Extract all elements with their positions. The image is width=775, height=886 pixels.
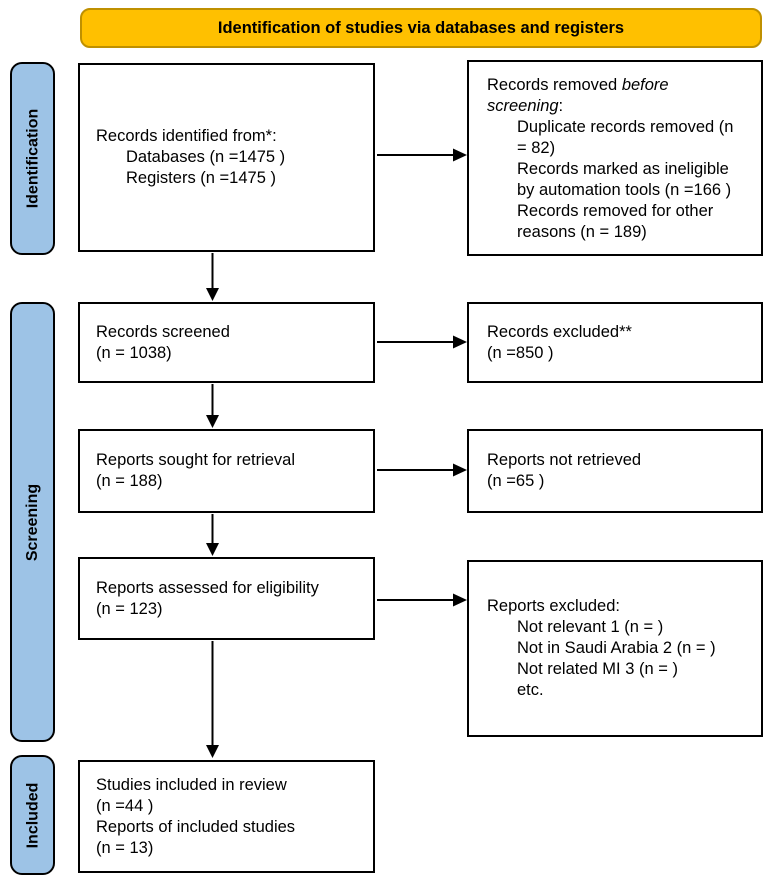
text-line: Reports excluded: bbox=[487, 597, 620, 615]
box-records-screened: Records screened (n = 1038) bbox=[78, 302, 375, 383]
stage-text: Included bbox=[24, 782, 41, 848]
text-segment-italic: before screening bbox=[487, 76, 669, 115]
text-line: Records removed for other reasons (n = 1… bbox=[517, 202, 714, 241]
arrow-sought-to-assessed bbox=[206, 514, 219, 556]
text-line: Duplicate records removed (n = 82) bbox=[517, 118, 734, 157]
text-line: etc. bbox=[517, 681, 544, 699]
text-line: Records removed before screening: bbox=[487, 75, 737, 117]
text-line: (n = 123) bbox=[96, 599, 163, 618]
stage-label-screening: Screening bbox=[10, 302, 55, 742]
arrow-sought-to-not-retrieved bbox=[377, 463, 467, 477]
text-line: Records identified from*: bbox=[96, 127, 277, 145]
box-records-excluded: Records excluded** (n =850 ) bbox=[467, 302, 763, 383]
text-line: Databases (n =1475 ) bbox=[126, 148, 286, 166]
text-line: (n = 188) bbox=[96, 472, 163, 490]
text-line: (n = 13) bbox=[96, 838, 154, 857]
box-studies-included: Studies included in review (n =44 ) Repo… bbox=[78, 760, 375, 873]
stage-label-identification: Identification bbox=[10, 62, 55, 255]
text-line: Reports assessed for eligibility bbox=[96, 578, 319, 597]
text-line: (n = 1038) bbox=[96, 343, 172, 362]
text-line: Records excluded** bbox=[487, 322, 632, 341]
text-line: Reports sought for retrieval bbox=[96, 451, 296, 469]
box-reports-not-retrieved: Reports not retrieved (n =65 ) bbox=[467, 429, 763, 513]
text-line: (n =44 ) bbox=[96, 796, 154, 815]
text-segment: Records removed bbox=[487, 76, 622, 94]
stage-text: Screening bbox=[24, 483, 42, 561]
box-records-identified: Records identified from*: Databases (n =… bbox=[78, 63, 375, 252]
text-line: Registers (n =1475 ) bbox=[126, 169, 276, 187]
text-line: Not relevant 1 (n = ) bbox=[517, 618, 664, 636]
arrow-screened-to-sought bbox=[206, 384, 219, 428]
box-reports-assessed: Reports assessed for eligibility (n = 12… bbox=[78, 557, 375, 640]
text-line: Reports of included studies bbox=[96, 817, 296, 836]
box-records-removed: Records removed before screening: Duplic… bbox=[467, 60, 763, 256]
text-line: (n =65 ) bbox=[487, 472, 545, 490]
arrow-screened-to-excluded bbox=[377, 335, 467, 349]
text-line: (n =850 ) bbox=[487, 343, 554, 362]
arrow-assessed-to-reports-excluded bbox=[377, 593, 467, 607]
box-reports-sought: Reports sought for retrieval (n = 188) bbox=[78, 429, 375, 513]
box-reports-excluded: Reports excluded: Not relevant 1 (n = ) … bbox=[467, 560, 763, 737]
text-line: Reports not retrieved bbox=[487, 451, 642, 469]
text-line: Records screened bbox=[96, 322, 230, 341]
arrow-identified-to-screened bbox=[206, 253, 219, 301]
text-line: Studies included in review bbox=[96, 775, 287, 794]
header-banner: Identification of studies via databases … bbox=[80, 8, 762, 48]
arrow-identified-to-removed bbox=[377, 148, 467, 162]
arrow-assessed-to-included bbox=[206, 641, 219, 758]
text-line: Not in Saudi Arabia 2 (n = ) bbox=[517, 639, 716, 657]
stage-label-included: Included bbox=[10, 755, 55, 875]
text-line: Not related MI 3 (n = ) bbox=[517, 660, 678, 678]
stage-text: Identification bbox=[24, 108, 41, 209]
header-title: Identification of studies via databases … bbox=[217, 18, 625, 37]
text-segment: : bbox=[558, 97, 564, 115]
text-line: Records marked as ineligible by automati… bbox=[517, 160, 732, 199]
